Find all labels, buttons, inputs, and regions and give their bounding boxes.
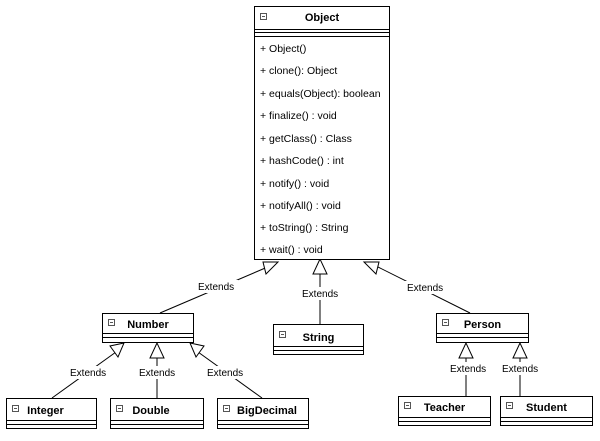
class-title: Object xyxy=(304,12,340,24)
class-divider xyxy=(501,417,592,418)
edge-label-number-object: Extends xyxy=(198,282,234,293)
method-item: + hashCode() : int xyxy=(260,155,344,167)
class-divider xyxy=(111,420,203,421)
class-divider xyxy=(218,420,308,421)
class-teacher[interactable]: Teacher xyxy=(398,396,491,426)
class-person[interactable]: Person xyxy=(436,313,529,343)
method-item: + notifyAll() : void xyxy=(260,200,341,212)
collapse-icon[interactable] xyxy=(223,405,230,412)
class-divider xyxy=(255,29,389,30)
edge-label-string-object: Extends xyxy=(302,289,338,300)
triangle-head-teacher-person xyxy=(458,341,474,359)
edge-label-double-number: Extends xyxy=(139,368,175,379)
class-student[interactable]: Student xyxy=(500,396,593,426)
method-item: + Object() xyxy=(260,43,307,55)
collapse-icon[interactable] xyxy=(260,13,267,20)
class-divider xyxy=(7,424,96,425)
triangle-head-string-object xyxy=(312,257,328,275)
class-title: Number xyxy=(127,319,169,331)
edge-label-integer-number: Extends xyxy=(70,368,106,379)
class-number[interactable]: Number xyxy=(102,313,194,343)
triangle-head-student-person xyxy=(512,341,528,359)
class-title: Double xyxy=(132,405,170,417)
class-divider xyxy=(399,421,490,422)
method-item: + toString() : String xyxy=(260,222,349,234)
collapse-icon[interactable] xyxy=(442,319,449,326)
class-divider xyxy=(7,420,96,421)
collapse-icon[interactable] xyxy=(116,405,123,412)
class-divider xyxy=(103,333,193,334)
triangle-head-integer-number xyxy=(109,342,125,359)
collapse-icon[interactable] xyxy=(506,402,513,409)
class-title: Student xyxy=(526,402,567,414)
collapse-icon[interactable] xyxy=(108,319,115,326)
method-item: + getClass() : Class xyxy=(260,133,352,145)
triangle-head-bigdecimal-number xyxy=(189,342,205,359)
class-title: Person xyxy=(463,319,502,331)
collapse-icon[interactable] xyxy=(404,402,411,409)
edge-label-person-object: Extends xyxy=(407,283,443,294)
collapse-icon[interactable] xyxy=(279,331,286,338)
class-divider xyxy=(274,346,363,347)
triangle-head-double-number xyxy=(149,341,165,359)
triangle-head-person-object xyxy=(362,261,380,275)
triangle-head-number-object xyxy=(262,261,280,275)
class-divider xyxy=(103,337,193,338)
edge-label-bigdecimal-number: Extends xyxy=(207,368,243,379)
class-divider xyxy=(255,32,389,33)
class-title: String xyxy=(302,332,335,344)
class-divider xyxy=(501,421,592,422)
method-item: + finalize() : void xyxy=(260,110,337,122)
class-divider xyxy=(255,36,389,37)
class-divider xyxy=(399,417,490,418)
class-object[interactable]: Object + Object() + clone(): Object + eq… xyxy=(254,6,390,260)
class-bigdecimal[interactable]: BigDecimal xyxy=(217,398,309,429)
class-title: Integer xyxy=(27,405,64,417)
class-divider xyxy=(437,333,528,334)
edge-label-student-person: Extends xyxy=(502,364,538,375)
class-divider xyxy=(437,337,528,338)
class-divider xyxy=(111,424,203,425)
class-string[interactable]: String xyxy=(273,324,364,355)
method-item: + equals(Object): boolean xyxy=(260,88,381,100)
class-integer[interactable]: Integer xyxy=(6,398,97,429)
class-double[interactable]: Double xyxy=(110,398,204,429)
class-title: BigDecimal xyxy=(237,405,297,417)
method-item: + wait() : void xyxy=(260,244,323,256)
method-item: + clone(): Object xyxy=(260,65,338,77)
collapse-icon[interactable] xyxy=(12,405,19,412)
method-item: + notify() : void xyxy=(260,178,330,190)
edge-label-teacher-person: Extends xyxy=(450,364,486,375)
class-divider xyxy=(218,424,308,425)
class-title: Teacher xyxy=(423,402,466,414)
class-divider xyxy=(274,350,363,351)
